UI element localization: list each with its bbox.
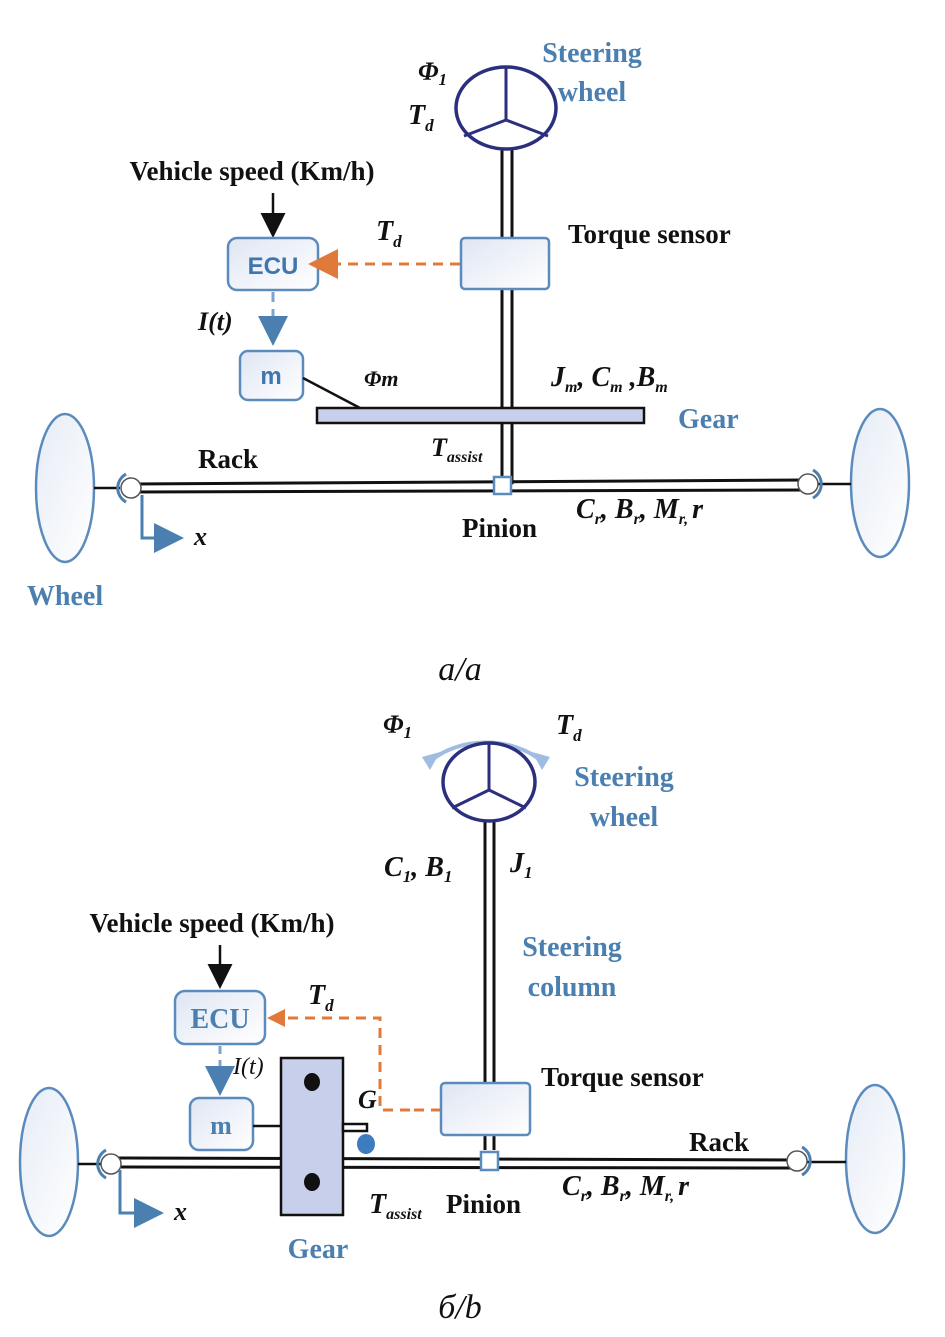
x-axis-arrow-b xyxy=(118,1170,164,1228)
left-wheel-icon-b xyxy=(18,1086,80,1238)
gear-label: Gear xyxy=(678,404,739,435)
left-joint-icon xyxy=(120,477,142,499)
g-label: G xyxy=(358,1085,377,1114)
ecu-label-b: ECU xyxy=(190,1004,249,1035)
td-label-b: Td xyxy=(556,710,582,745)
rack-params-label-b: Cr, Br, Mr, r xyxy=(562,1171,690,1205)
phi1-label-b: Φ1 xyxy=(383,710,412,742)
steering-wheel-label-b: Steering xyxy=(574,762,674,793)
motor-link xyxy=(302,376,361,410)
ecu-block-b: ECU xyxy=(173,989,267,1046)
torque-sensor-block xyxy=(459,236,551,291)
gear-label-b: Gear xyxy=(288,1234,349,1265)
td-signal-label: Td xyxy=(376,216,402,251)
td-signal-label-b: Td xyxy=(308,980,334,1015)
left-wheel-icon xyxy=(34,412,96,564)
ecu-label: ECU xyxy=(248,253,299,280)
phi1-label: Φ1 xyxy=(418,57,447,89)
torque-sensor-label-b: Torque sensor xyxy=(541,1062,704,1092)
rack-a xyxy=(131,478,806,494)
steering-wheel-label-b-2: wheel xyxy=(590,802,659,833)
right-joint-icon-b xyxy=(786,1150,808,1172)
motor-label: m xyxy=(260,363,281,390)
column-params-left: C1, B1 xyxy=(384,852,452,886)
td-signal-path-b xyxy=(285,1016,410,1112)
column-params-right: J1 xyxy=(509,848,533,882)
steering-column-label-2: column xyxy=(528,972,617,1003)
current-label-b: I(t) xyxy=(232,1054,264,1080)
g-roller-icon xyxy=(357,1134,375,1154)
right-wheel-icon xyxy=(849,407,911,559)
current-label: I(t) xyxy=(197,307,233,336)
left-joint-icon-b xyxy=(100,1153,122,1175)
torque-sensor-label: Torque sensor xyxy=(568,219,731,249)
x-axis-label-b: x xyxy=(173,1197,187,1226)
wheel-label: Wheel xyxy=(27,581,103,612)
pinion-icon-b xyxy=(479,1150,500,1172)
steering-wheel-icon-b xyxy=(441,741,537,823)
motor-block: m xyxy=(238,349,305,402)
td-signal-arrowhead xyxy=(267,1009,285,1027)
td-label: Td xyxy=(408,100,434,135)
motor-params-label: Jm, Cm ,Bm xyxy=(550,362,668,396)
steering-wheel-label: Steering xyxy=(542,38,642,69)
pinion-label: Pinion xyxy=(462,513,537,543)
motor-label-b: m xyxy=(210,1111,232,1140)
g-shaft xyxy=(341,1122,369,1133)
gear-bar xyxy=(315,406,646,425)
x-axis-label: x xyxy=(193,522,207,551)
gear-block-b xyxy=(279,1056,345,1217)
torque-sensor-block-b xyxy=(439,1081,532,1137)
phim-label: Φm xyxy=(364,366,398,391)
rack-params-label: Cr, Br, Mr, r xyxy=(576,494,704,528)
tassist-label: Tassist xyxy=(431,433,483,466)
figure-a: Φ1 Td Steering wheel Vehicle speed (Km/h… xyxy=(27,38,911,688)
right-wheel-icon-b xyxy=(844,1083,906,1235)
vehicle-speed-label-b: Vehicle speed (Km/h) xyxy=(90,908,335,938)
caption-a: а/a xyxy=(438,651,481,688)
steering-wheel-label-2: wheel xyxy=(558,77,627,108)
rack-label-b: Rack xyxy=(689,1127,749,1157)
steering-column-label: Steering xyxy=(522,932,622,963)
rack-label: Rack xyxy=(198,444,258,474)
pinion-icon xyxy=(492,475,513,496)
rack-b xyxy=(111,1156,799,1170)
right-joint-icon xyxy=(797,473,819,495)
tassist-label-b: Tassist xyxy=(369,1189,422,1223)
pinion-label-b: Pinion xyxy=(446,1189,521,1219)
steering-wheel-icon xyxy=(454,65,558,151)
steering-column-a xyxy=(500,150,514,485)
ecu-block: ECU xyxy=(226,236,320,292)
x-axis-arrow xyxy=(140,495,184,553)
motor-block-b: m xyxy=(188,1096,255,1152)
figure-b: Φ1 Td Steering wheel C1, B1 J1 Steering … xyxy=(18,710,906,1326)
vehicle-speed-label: Vehicle speed (Km/h) xyxy=(130,156,375,186)
caption-b: б/b xyxy=(438,1289,482,1326)
